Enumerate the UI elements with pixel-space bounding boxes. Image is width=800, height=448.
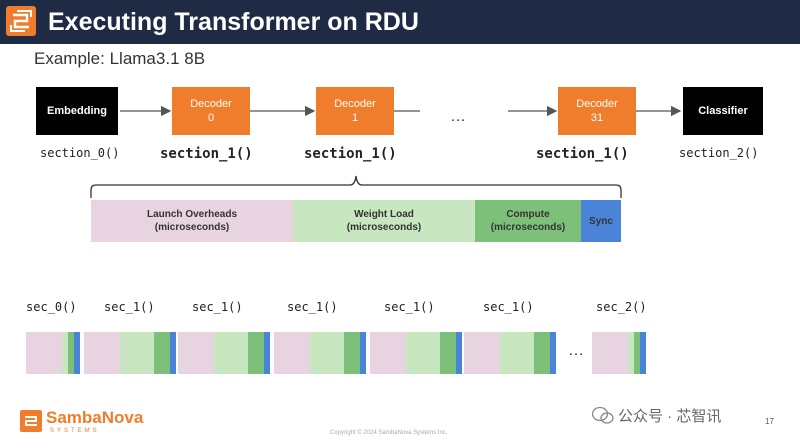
timeline-label-3: sec_1() (287, 300, 338, 314)
decoder-1-index: 1 (351, 112, 359, 124)
timeline-seg-weight (120, 332, 154, 374)
timeline-seg-overhead (592, 332, 628, 374)
timeline-seg-overhead (84, 332, 120, 374)
decoder-0-index: 0 (207, 112, 215, 124)
weight-load-unit: (microseconds) (346, 222, 422, 233)
embedding-label: Embedding (47, 105, 107, 117)
timeline-label-5: sec_1() (483, 300, 534, 314)
sambanova-logo-icon (6, 6, 36, 36)
timeline-seg-weight (310, 332, 344, 374)
timeline-label-4: sec_1() (384, 300, 435, 314)
timeline-seg-overhead (274, 332, 310, 374)
compute-unit: (microseconds) (490, 222, 566, 233)
slide-title: Executing Transformer on RDU (48, 8, 419, 36)
timeline-seg-sync (264, 332, 270, 374)
footer-logo-icon (20, 410, 42, 432)
timeline-seg-compute (154, 332, 170, 374)
watermark: 公众号 · 芯智讯 (618, 408, 722, 425)
decoder-1-label: Decoder (334, 98, 376, 110)
timeline-label-1: sec_1() (104, 300, 155, 314)
timeline-seg-sync (640, 332, 646, 374)
timeline-seg-sync (74, 332, 80, 374)
call-section-1-c: section_1() (536, 146, 629, 162)
timeline-seg-sync (170, 332, 176, 374)
brace (90, 175, 622, 198)
timeline-seg-overhead (178, 332, 214, 374)
timeline-seg-compute (440, 332, 456, 374)
timeline-seg-weight (406, 332, 440, 374)
timeline-seg-overhead (370, 332, 406, 374)
slide-subtitle: Example: Llama3.1 8B (34, 49, 206, 68)
launch-overheads-segment: Launch Overheads (microseconds) (91, 200, 293, 242)
decoder-31-box: Decoder 31 (558, 87, 636, 135)
decoder-31-label: Decoder (576, 98, 618, 110)
sync-segment: Sync (581, 200, 621, 242)
call-section-2: section_2() (679, 146, 759, 160)
decoder-1-box: Decoder 1 (316, 87, 394, 135)
timeline-seg-sync (456, 332, 462, 374)
timeline-seg-weight (628, 332, 634, 374)
launch-overheads-unit: (microseconds) (154, 222, 230, 233)
copyright: Copyright © 2024 SambaNova Systems Inc. (330, 430, 448, 436)
footer-brand: SambaNova (46, 408, 144, 427)
pipeline-arrows (120, 105, 682, 117)
sync-label: Sync (589, 215, 613, 227)
compute-segment: Compute (microseconds) (475, 200, 581, 242)
classifier-box: Classifier (683, 87, 763, 135)
timeline-label-6: sec_2() (596, 300, 647, 314)
decoder-0-label: Decoder (190, 98, 232, 110)
timeline-ellipsis: … (568, 342, 584, 359)
timeline-seg-compute (344, 332, 360, 374)
call-section-1-a: section_1() (160, 146, 253, 162)
timeline-seg-compute (248, 332, 264, 374)
footer-brand-sub: SYSTEMS (50, 428, 100, 434)
page-number: 17 (765, 417, 774, 426)
compute-label: Compute (506, 209, 550, 220)
timeline-seg-compute (534, 332, 550, 374)
wechat-icon (592, 406, 614, 424)
decoder-0-box: Decoder 0 (172, 87, 250, 135)
timeline-seg-weight (62, 332, 68, 374)
title-bar: Executing Transformer on RDU (0, 0, 800, 44)
timeline-seg-compute (68, 332, 74, 374)
launch-overheads-label: Launch Overheads (146, 209, 238, 220)
timeline-label-0: sec_0() (26, 300, 77, 314)
timeline-seg-sync (360, 332, 366, 374)
classifier-label: Classifier (698, 105, 748, 117)
timeline-seg-overhead (26, 332, 62, 374)
timeline-seg-weight (500, 332, 534, 374)
timeline-seg-sync (550, 332, 556, 374)
call-section-1-b: section_1() (304, 146, 397, 162)
timeline-seg-overhead (464, 332, 500, 374)
timeline-seg-weight (214, 332, 248, 374)
timeline-label-2: sec_1() (192, 300, 243, 314)
weight-load-label: Weight Load (354, 209, 414, 220)
weight-load-segment: Weight Load (microseconds) (293, 200, 475, 242)
embedding-box: Embedding (36, 87, 118, 135)
decoder-31-index: 31 (590, 112, 604, 124)
call-section-0: section_0() (40, 146, 120, 160)
pipeline-ellipsis: … (450, 108, 466, 125)
timeline-seg-compute (634, 332, 640, 374)
